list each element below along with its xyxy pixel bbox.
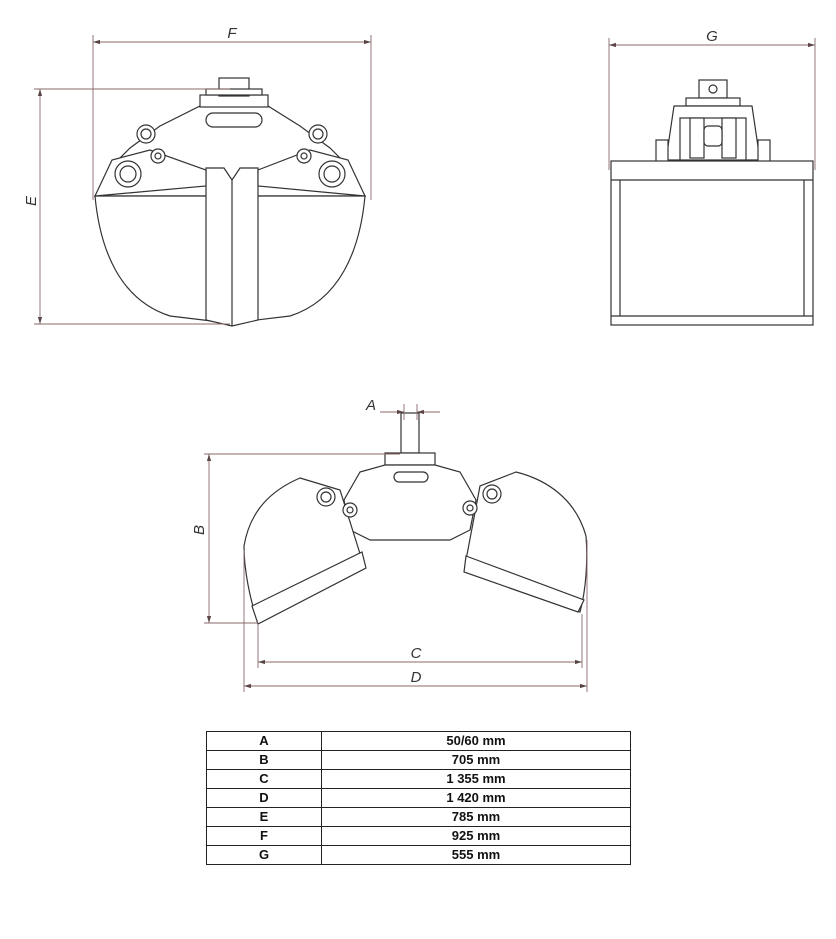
dimension-label-c: C — [411, 645, 422, 662]
table-key: F — [206, 826, 322, 846]
table-value: 50/60 mm — [321, 731, 631, 751]
table-key: D — [206, 788, 322, 808]
table-key: G — [206, 845, 322, 865]
dimension-label-e: E — [23, 195, 40, 206]
table-key: E — [206, 807, 322, 827]
table-value: 785 mm — [321, 807, 631, 827]
dimension-a: A — [365, 397, 440, 420]
front-view-open — [243, 412, 588, 625]
dimension-e: E — [23, 88, 230, 325]
dimension-d: D — [243, 540, 588, 692]
dimension-label-a: A — [365, 397, 376, 414]
dimension-label-f: F — [227, 25, 237, 42]
front-view-closed — [93, 77, 367, 327]
side-view — [610, 79, 814, 326]
table-value: 1 420 mm — [321, 788, 631, 808]
table-value: 1 355 mm — [321, 769, 631, 789]
table-key: B — [206, 750, 322, 770]
dimension-label-b: B — [191, 525, 208, 535]
table-key: C — [206, 769, 322, 789]
dimension-g: G — [608, 28, 816, 170]
dimension-label-g: G — [706, 28, 718, 45]
table-value: 925 mm — [321, 826, 631, 846]
dimension-b: B — [191, 453, 400, 624]
table-value: 705 mm — [321, 750, 631, 770]
dimension-f: F — [92, 25, 372, 200]
technical-drawing: F E G — [23, 25, 816, 692]
table-key: A — [206, 731, 322, 751]
dimension-c: C — [257, 614, 583, 668]
table-value: 555 mm — [321, 845, 631, 865]
dimension-label-d: D — [411, 669, 422, 686]
